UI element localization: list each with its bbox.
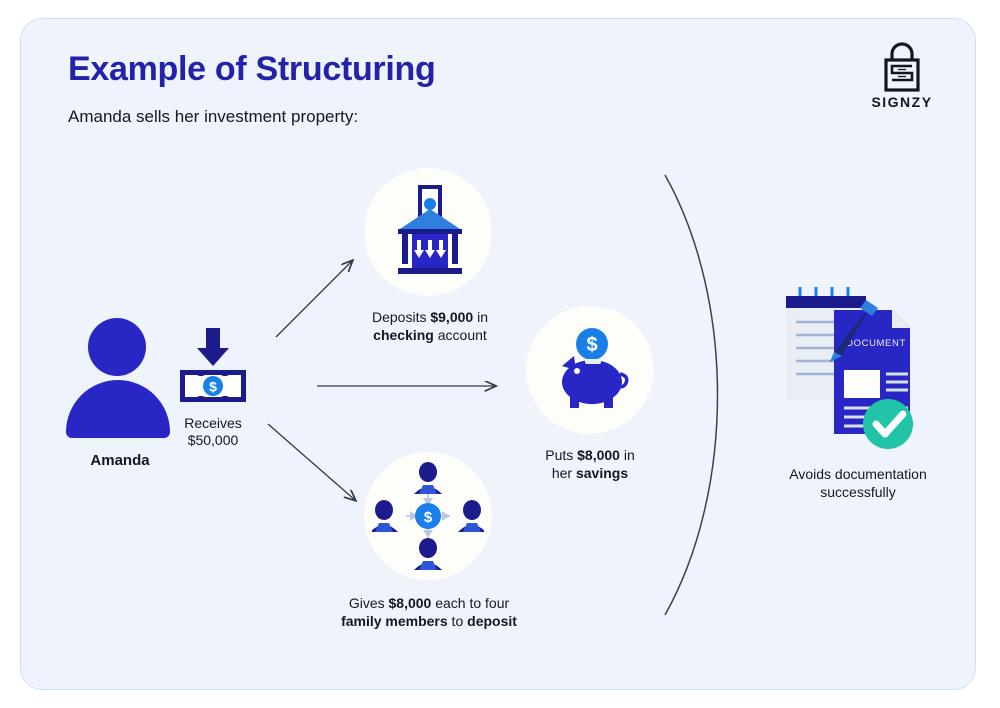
piggy-bank-icon: $: [562, 328, 629, 408]
bank-deposit-icon: [398, 185, 462, 274]
signzy-logo: SIGNZY: [862, 42, 942, 114]
document-check-icon: DOCUMENT: [786, 287, 913, 449]
receives-caption: Receives $50,000: [152, 415, 274, 449]
outcome-line1: Avoids documentation: [789, 466, 927, 482]
amanda-avatar: [66, 318, 170, 438]
receives-money-icon: $: [178, 328, 248, 404]
arrow-down-icon: [197, 328, 229, 366]
family-network-dollar-icon: $: [372, 462, 484, 570]
outcome-caption: Avoids documentation successfully: [762, 465, 954, 501]
avatar-head-icon: [88, 318, 146, 376]
page-title: Example of Structuring: [68, 50, 436, 88]
svg-text:$: $: [209, 379, 217, 395]
banknote-dollar-icon: $: [180, 370, 246, 402]
padlock-maze-icon: [884, 42, 920, 92]
page-subtitle: Amanda sells her investment property:: [68, 107, 359, 126]
svg-text:DOCUMENT: DOCUMENT: [846, 338, 906, 349]
brand-name: SIGNZY: [871, 94, 933, 110]
receives-line1: Receives: [184, 415, 242, 431]
outcome-line2: successfully: [820, 484, 896, 500]
receives-amount: $50,000: [187, 432, 239, 448]
amanda-label: Amanda: [90, 452, 150, 469]
svg-text:$: $: [424, 509, 433, 526]
svg-text:$: $: [586, 334, 597, 356]
